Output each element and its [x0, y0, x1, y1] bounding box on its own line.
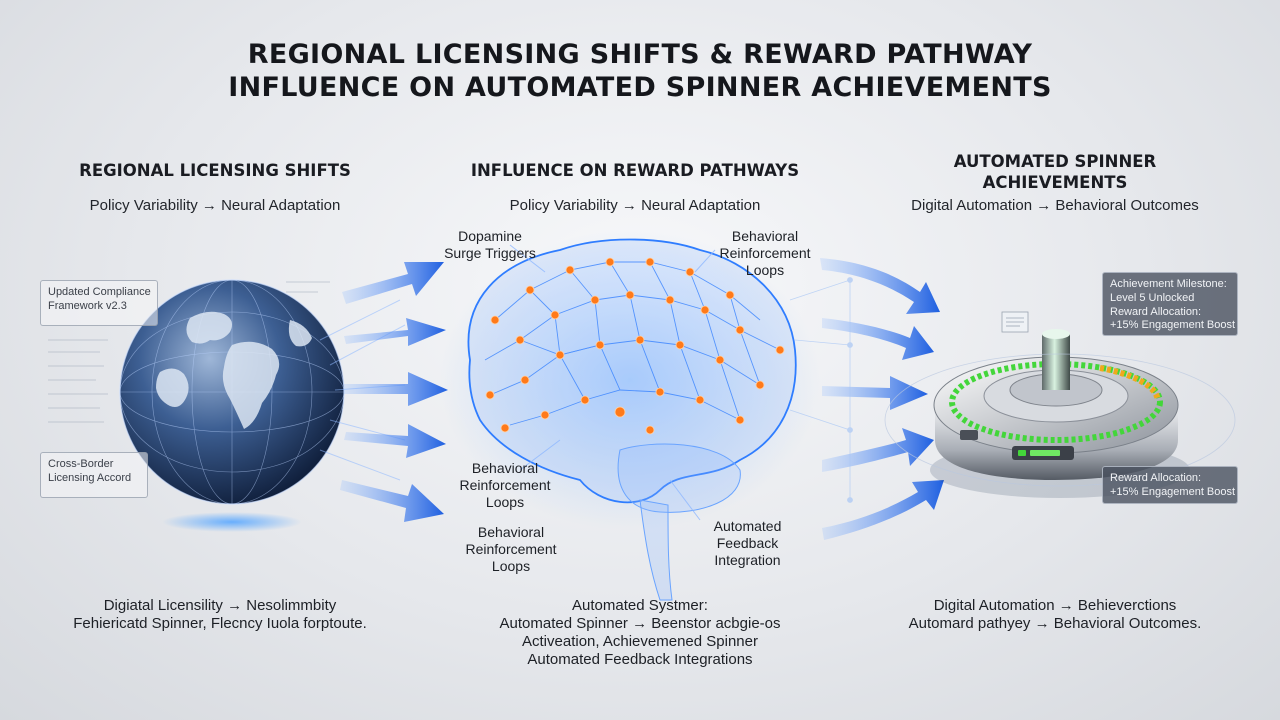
bottom-left-line-1: Digiatal Licensility → Nesolimmbity	[103, 597, 337, 614]
reinforcement-bottom-line-2: Reinforcement	[465, 540, 557, 557]
compliance-framework-card: Updated Compliance Framework v2.3	[40, 280, 158, 326]
reinforcement-top-line-2: Reinforcement	[719, 244, 811, 261]
arrow-icon-9	[822, 428, 934, 472]
achievement-milestone-line-2: Level 5 Unlocked	[1110, 291, 1195, 304]
reinforcement-middle-line-2: Reinforcement	[459, 476, 551, 493]
spinner-connection-lines	[789, 277, 853, 503]
arrow-icon-5	[340, 480, 444, 522]
achievement-milestone-card: Achievement Milestone: Level 5 Unlocked …	[1102, 272, 1238, 336]
feedback-integration-line-3: Integration	[714, 551, 781, 568]
arrow-icon-10	[822, 480, 944, 540]
right-column-heading-line-1: AUTOMATED SPINNER	[953, 152, 1157, 171]
reinforcement-middle-line-3: Loops	[485, 493, 525, 510]
center-column-heading: INFLUENCE ON REWARD PATHWAYS	[470, 161, 800, 180]
arrow-icon-4	[344, 424, 446, 458]
dopamine-surge-line-2: Surge Triggers	[444, 244, 536, 261]
dopamine-surge-label: Dopamine Surge Triggers	[430, 228, 550, 262]
right-column-subheading: Digital Automation → Behavioral Outcomes	[911, 197, 1199, 214]
feedback-integration-label: Automated Feedback Integration	[700, 518, 795, 568]
left-decorative-lines	[48, 281, 330, 423]
bottom-center-line-2: Automated Spinner → Beenstor acbgie-os	[499, 615, 781, 632]
reinforcement-middle-line-1: Behavioral	[471, 460, 539, 476]
achievement-milestone-line-1: Achievement Milestone:	[1110, 278, 1227, 290]
reinforcement-loops-label-bottom: Behavioral Reinforcement Loops	[446, 524, 576, 574]
document-icon	[1001, 311, 1029, 333]
brain-glow	[440, 230, 820, 530]
reward-allocation-line-2: +15% Engagement Boost	[1110, 485, 1236, 498]
brain-icon	[467, 238, 797, 601]
center-column-subheading: Policy Variability → Neural Adaptation	[509, 197, 761, 214]
licensing-accord-card: Cross-Border Licensing Accord	[40, 452, 148, 498]
arrow-icon-6	[820, 258, 940, 314]
bottom-right-caption: Digital Automation → Behieverctions Auto…	[870, 597, 1240, 633]
bottom-right-line-1: Digital Automation → Behieverctions	[933, 597, 1177, 614]
bottom-left-caption: Digiatal Licensility → Nesolimmbity Fehi…	[30, 597, 410, 633]
reward-allocation-card: Reward Allocation: +15% Engagement Boost	[1102, 466, 1238, 504]
bottom-center-line-3: Activeation, Achievemened Spinner	[522, 633, 758, 650]
left-column-subheading: Policy Variability → Neural Adaptation	[89, 197, 341, 214]
right-column-heading: AUTOMATED SPINNER ACHIEVEMENTS	[880, 151, 1230, 194]
achievement-milestone-line-4: +15% Engagement Boost	[1110, 319, 1236, 332]
compliance-framework-line-2: Framework v2.3	[48, 299, 127, 312]
left-column-heading: REGIONAL LICENSING SHIFTS	[79, 161, 351, 180]
arrow-icon-1	[342, 262, 444, 304]
dopamine-surge-line-1: Dopamine	[458, 228, 522, 244]
arrow-icon-8	[822, 376, 928, 410]
globe-glow	[162, 512, 302, 532]
right-arrow-group	[820, 258, 944, 540]
main-title: REGIONAL LICENSING SHIFTS & REWARD PATHW…	[0, 38, 1280, 105]
reinforcement-loops-label-middle: Behavioral Reinforcement Loops	[440, 460, 570, 510]
reinforcement-bottom-line-1: Behavioral	[477, 524, 545, 540]
reinforcement-loops-label-top: Behavioral Reinforcement Loops	[700, 228, 830, 278]
feedback-integration-line-1: Automated	[713, 518, 782, 534]
bottom-right-line-2: Automard pathyey → Behavioral Outcomes.	[908, 615, 1202, 632]
left-arrow-group	[340, 262, 448, 522]
feedback-integration-line-2: Feedback	[716, 534, 779, 551]
arrow-icon-3	[344, 372, 448, 406]
brain-label-pointers	[509, 244, 716, 521]
arrow-icon-2	[344, 318, 446, 346]
bottom-center-caption: Automated Systmer: Automated Spinner → B…	[440, 597, 840, 669]
compliance-framework-line-1: Updated Compliance	[48, 286, 151, 298]
right-column-heading-line-2: ACHIEVEMENTS	[982, 173, 1128, 193]
reinforcement-bottom-line-3: Loops	[491, 557, 531, 574]
bottom-center-line-4: Automated Feedback Integrations	[527, 651, 753, 668]
bottom-center-line-1: Automated Systmer:	[572, 597, 708, 614]
main-title-line-2: INFLUENCE ON AUTOMATED SPINNER ACHIEVEME…	[228, 72, 1052, 104]
arrow-icon-7	[822, 318, 934, 360]
reward-allocation-line-1: Reward Allocation:	[1110, 472, 1202, 484]
licensing-accord-line-2: Licensing Accord	[48, 471, 132, 484]
reinforcement-top-line-3: Loops	[745, 261, 785, 278]
main-title-line-1: REGIONAL LICENSING SHIFTS & REWARD PATHW…	[247, 39, 1033, 70]
licensing-accord-line-1: Cross-Border	[48, 458, 114, 470]
achievement-milestone-line-3: Reward Allocation:	[1110, 305, 1202, 318]
reinforcement-top-line-1: Behavioral	[731, 228, 799, 244]
bottom-left-line-2: Fehiericatd Spinner, Flecncy Iuola forpt…	[73, 615, 367, 632]
